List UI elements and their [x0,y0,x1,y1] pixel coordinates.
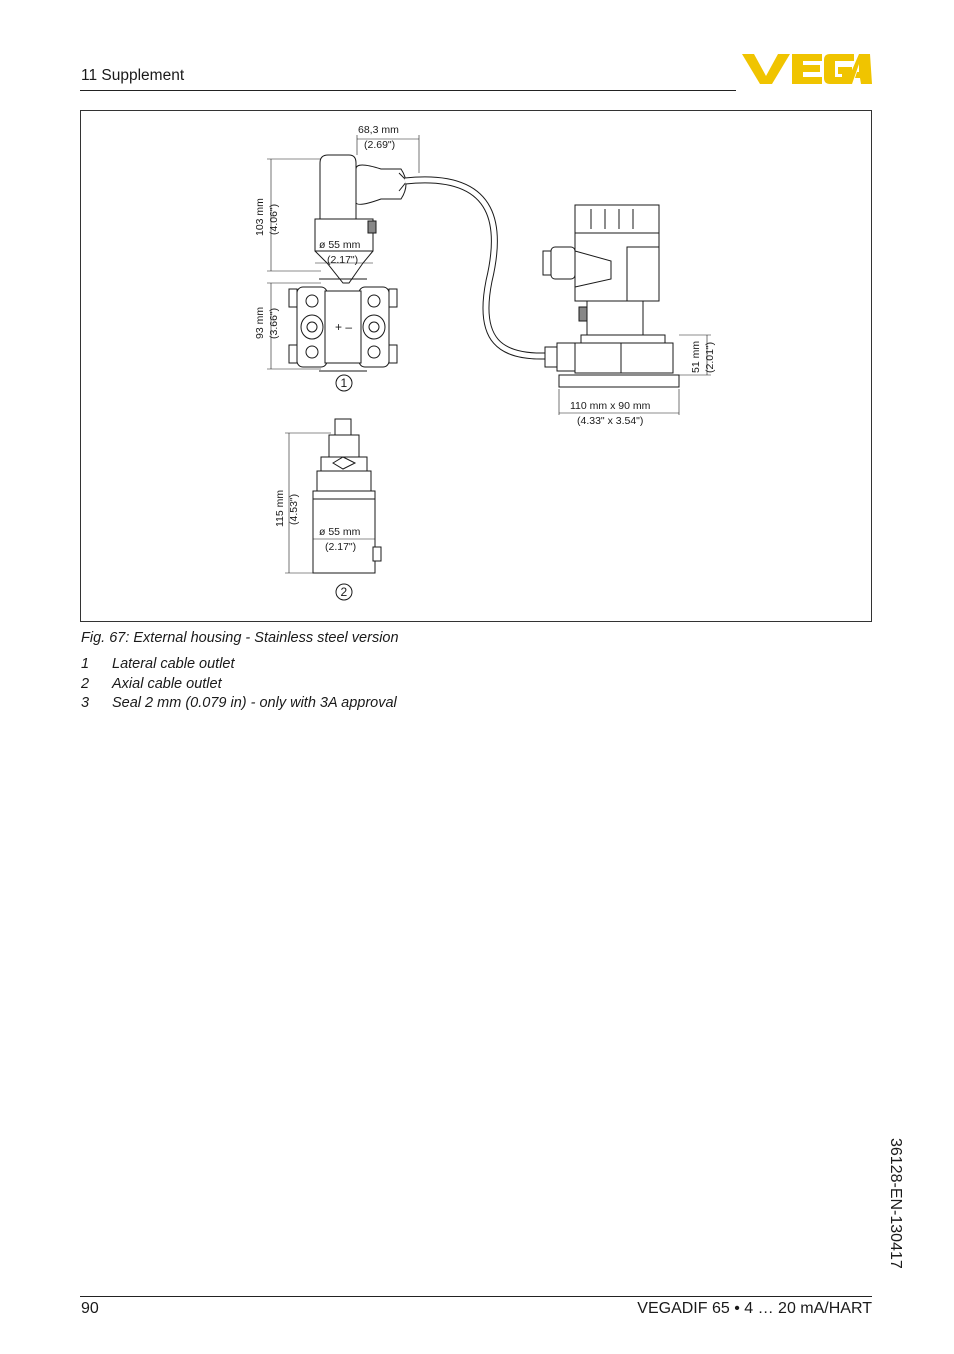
technical-drawing: + – 1 [254,124,716,601]
dim-93mm: 93 mm [254,307,266,339]
dim-93in: (3.66") [268,308,280,339]
section-title: 11 Supplement [81,67,185,84]
legend-item: 2 Axial cable outlet [81,675,222,692]
dim-103in: (4.06") [268,204,280,235]
header-rule [80,90,736,91]
sensor-axial-outlet [312,418,382,574]
legend-item: 3 Seal 2 mm (0.079 in) - only with 3A ap… [81,695,397,711]
legend-item: 1 Lateral cable outlet [81,656,235,672]
dim-115in: (4.53") [288,494,300,525]
dim-55mm-top: ø 55 mm [319,239,361,251]
drawing-frame: + – 1 [80,110,872,622]
dim-110x90mm: 110 mm x 90 mm [570,400,651,412]
document-number: 36128-EN-130417 [887,1138,904,1269]
dim-68in: (2.69") [364,139,395,151]
dim-51in: (2.01") [704,342,716,373]
dim-68mm: 68,3 mm [358,124,399,136]
dim-103mm: 103 mm [254,198,266,236]
marker-2: 2 [341,585,348,599]
dimension-lines [267,135,711,574]
page-number: 90 [81,1300,99,1317]
footer-rule [80,1296,872,1297]
dim-55in-top: (2.17") [327,254,358,266]
marker-1-circle [335,374,353,392]
vega-logo [742,54,872,84]
dim-110x90in: (4.33" x 3.54") [577,415,643,427]
marker-2-circle [335,583,353,601]
marker-1: 1 [341,376,348,390]
dim-51mm: 51 mm [690,341,702,373]
figure-legend: 1 Lateral cable outlet 2 Axial cable out… [81,656,397,715]
dim-55mm-bottom: ø 55 mm [319,526,361,538]
external-housing [542,204,680,388]
figure-caption: Fig. 67: External housing - Stainless st… [81,630,399,646]
dim-115mm: 115 mm [274,490,286,527]
connection-cable [404,176,546,360]
dim-55in-bottom: (2.17") [325,541,356,553]
polarity-label: + – [335,320,352,334]
product-name: VEGADIF 65 • 4 … 20 mA/HART [637,1300,872,1317]
sensor-lateral-outlet [288,154,408,372]
